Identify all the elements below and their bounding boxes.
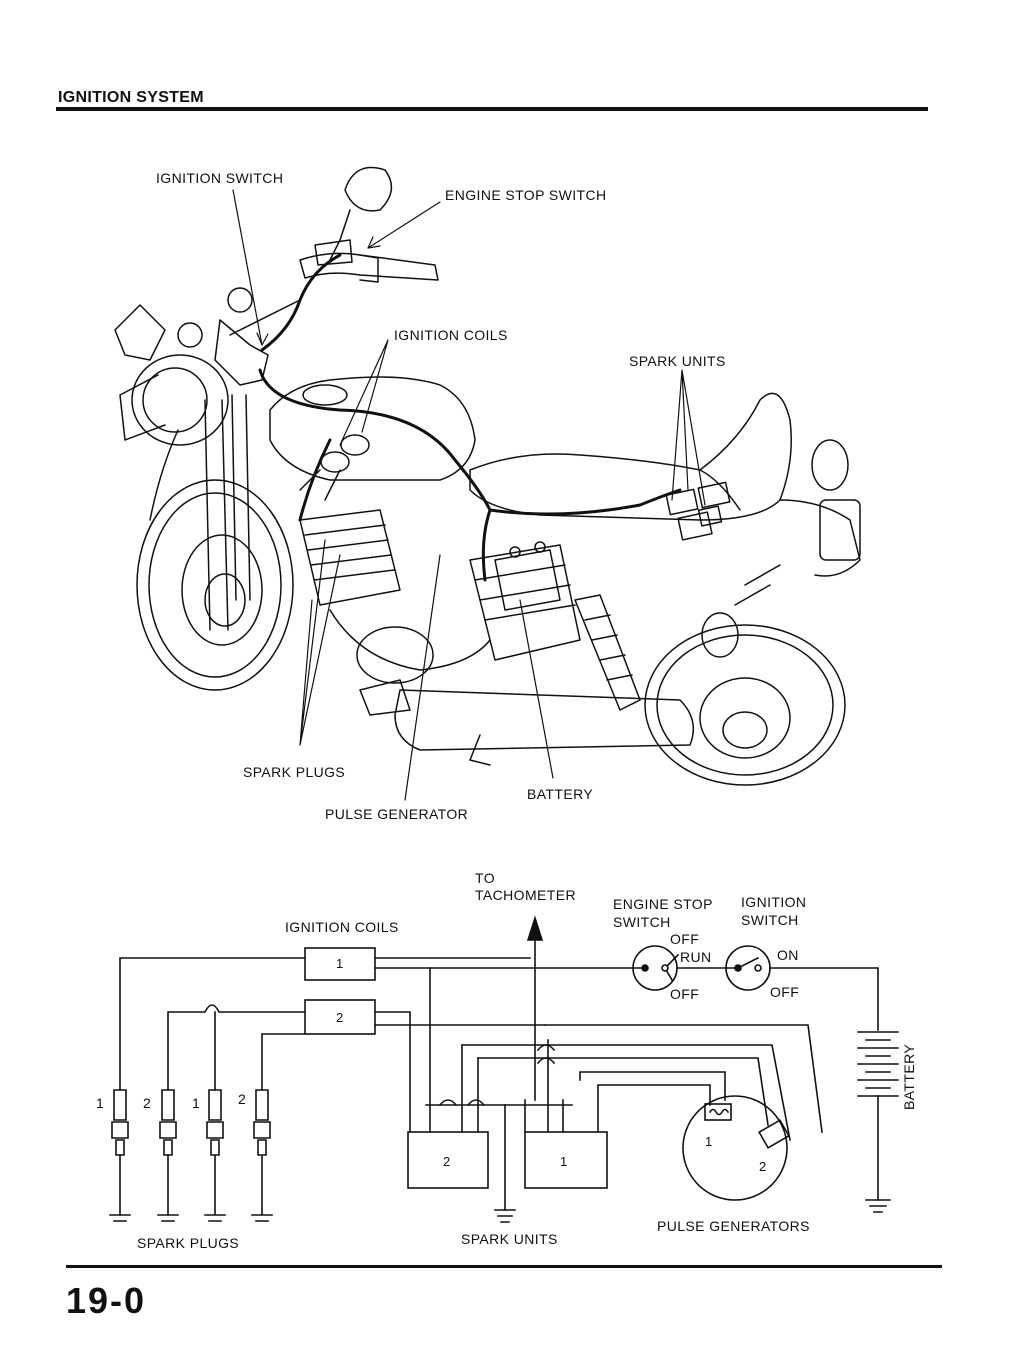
footer-rule [66,1265,942,1268]
label-spark-plugs: SPARK PLUGS [243,764,346,780]
spark-unit-2-number: 2 [443,1154,451,1169]
label-pulse-generator: PULSE GENERATOR [325,806,469,822]
battery-symbol [857,1031,899,1213]
ign-off: OFF [770,984,800,1000]
label-battery: BATTERY [527,786,594,802]
label-ignition-switch: IGNITION SWITCH [156,170,284,186]
wiring-harness [258,253,682,582]
schematic-spark-units: SPARK UNITS [461,1231,558,1247]
schematic-tachometer: TACHOMETER [475,887,576,903]
page-number: 19-0 [66,1280,147,1321]
front-wheel [136,479,294,691]
stop-run: RUN [680,949,712,965]
schematic-spark-plugs: SPARK PLUGS [137,1235,240,1251]
header-rule [56,107,928,111]
spark-plugs-symbols [109,1089,273,1222]
rear-fender [701,439,861,658]
spark-unit-1-box [524,1131,608,1189]
stop-off-bottom: OFF [670,986,700,1002]
engine [299,509,581,716]
ignition-coils-part [299,434,370,501]
section-title: IGNITION SYSTEM [58,89,204,106]
label-ignition-coils: IGNITION COILS [394,327,508,343]
schematic-ignition-switch: SWITCH [741,912,799,928]
ign-on: ON [777,947,799,963]
motorcycle-illustration [114,166,861,801]
schematic-engine-stop-switch: SWITCH [613,914,671,930]
plug-label-1b: 1 [192,1095,201,1111]
schematic-battery: BATTERY [901,1043,917,1110]
pulse-gen-1-coil [704,1103,732,1121]
pulse-generator-circle [682,1095,788,1201]
pulse-gen-2-coil [758,1119,790,1149]
schematic-ignition: IGNITION [741,894,807,910]
pulse-gen-1-number: 1 [705,1134,713,1149]
schematic-to: TO [475,870,495,886]
schematic-engine-stop: ENGINE STOP [613,896,713,912]
plug-label-2b: 2 [238,1091,247,1107]
pulse-gen-2-number: 2 [759,1159,767,1174]
exhaust-pipe [394,689,695,766]
spark-unit-2-box [407,1131,489,1189]
label-engine-stop-switch: ENGINE STOP SWITCH [445,187,607,203]
seat [469,392,792,521]
fuel-tank [269,376,476,481]
battery-part [494,541,561,611]
label-spark-units: SPARK UNITS [629,353,726,369]
leader-lines [232,189,706,801]
schematic-pulse-generators: PULSE GENERATORS [657,1218,810,1234]
coil-1-number: 1 [336,956,344,971]
coil-2-number: 2 [336,1010,344,1025]
plug-label-2a: 2 [143,1095,152,1111]
schematic-ignition-coils: IGNITION COILS [285,919,399,935]
spark-unit-1-number: 1 [560,1154,568,1169]
stop-off-top: OFF [670,931,700,947]
rear-wheel [644,624,846,786]
spark-units-part [665,481,731,541]
handlebars [119,239,439,441]
plug-label-1a: 1 [96,1095,105,1111]
coil-1-box [304,947,376,981]
rear-shock [574,594,641,711]
coil-2-box [304,999,376,1035]
